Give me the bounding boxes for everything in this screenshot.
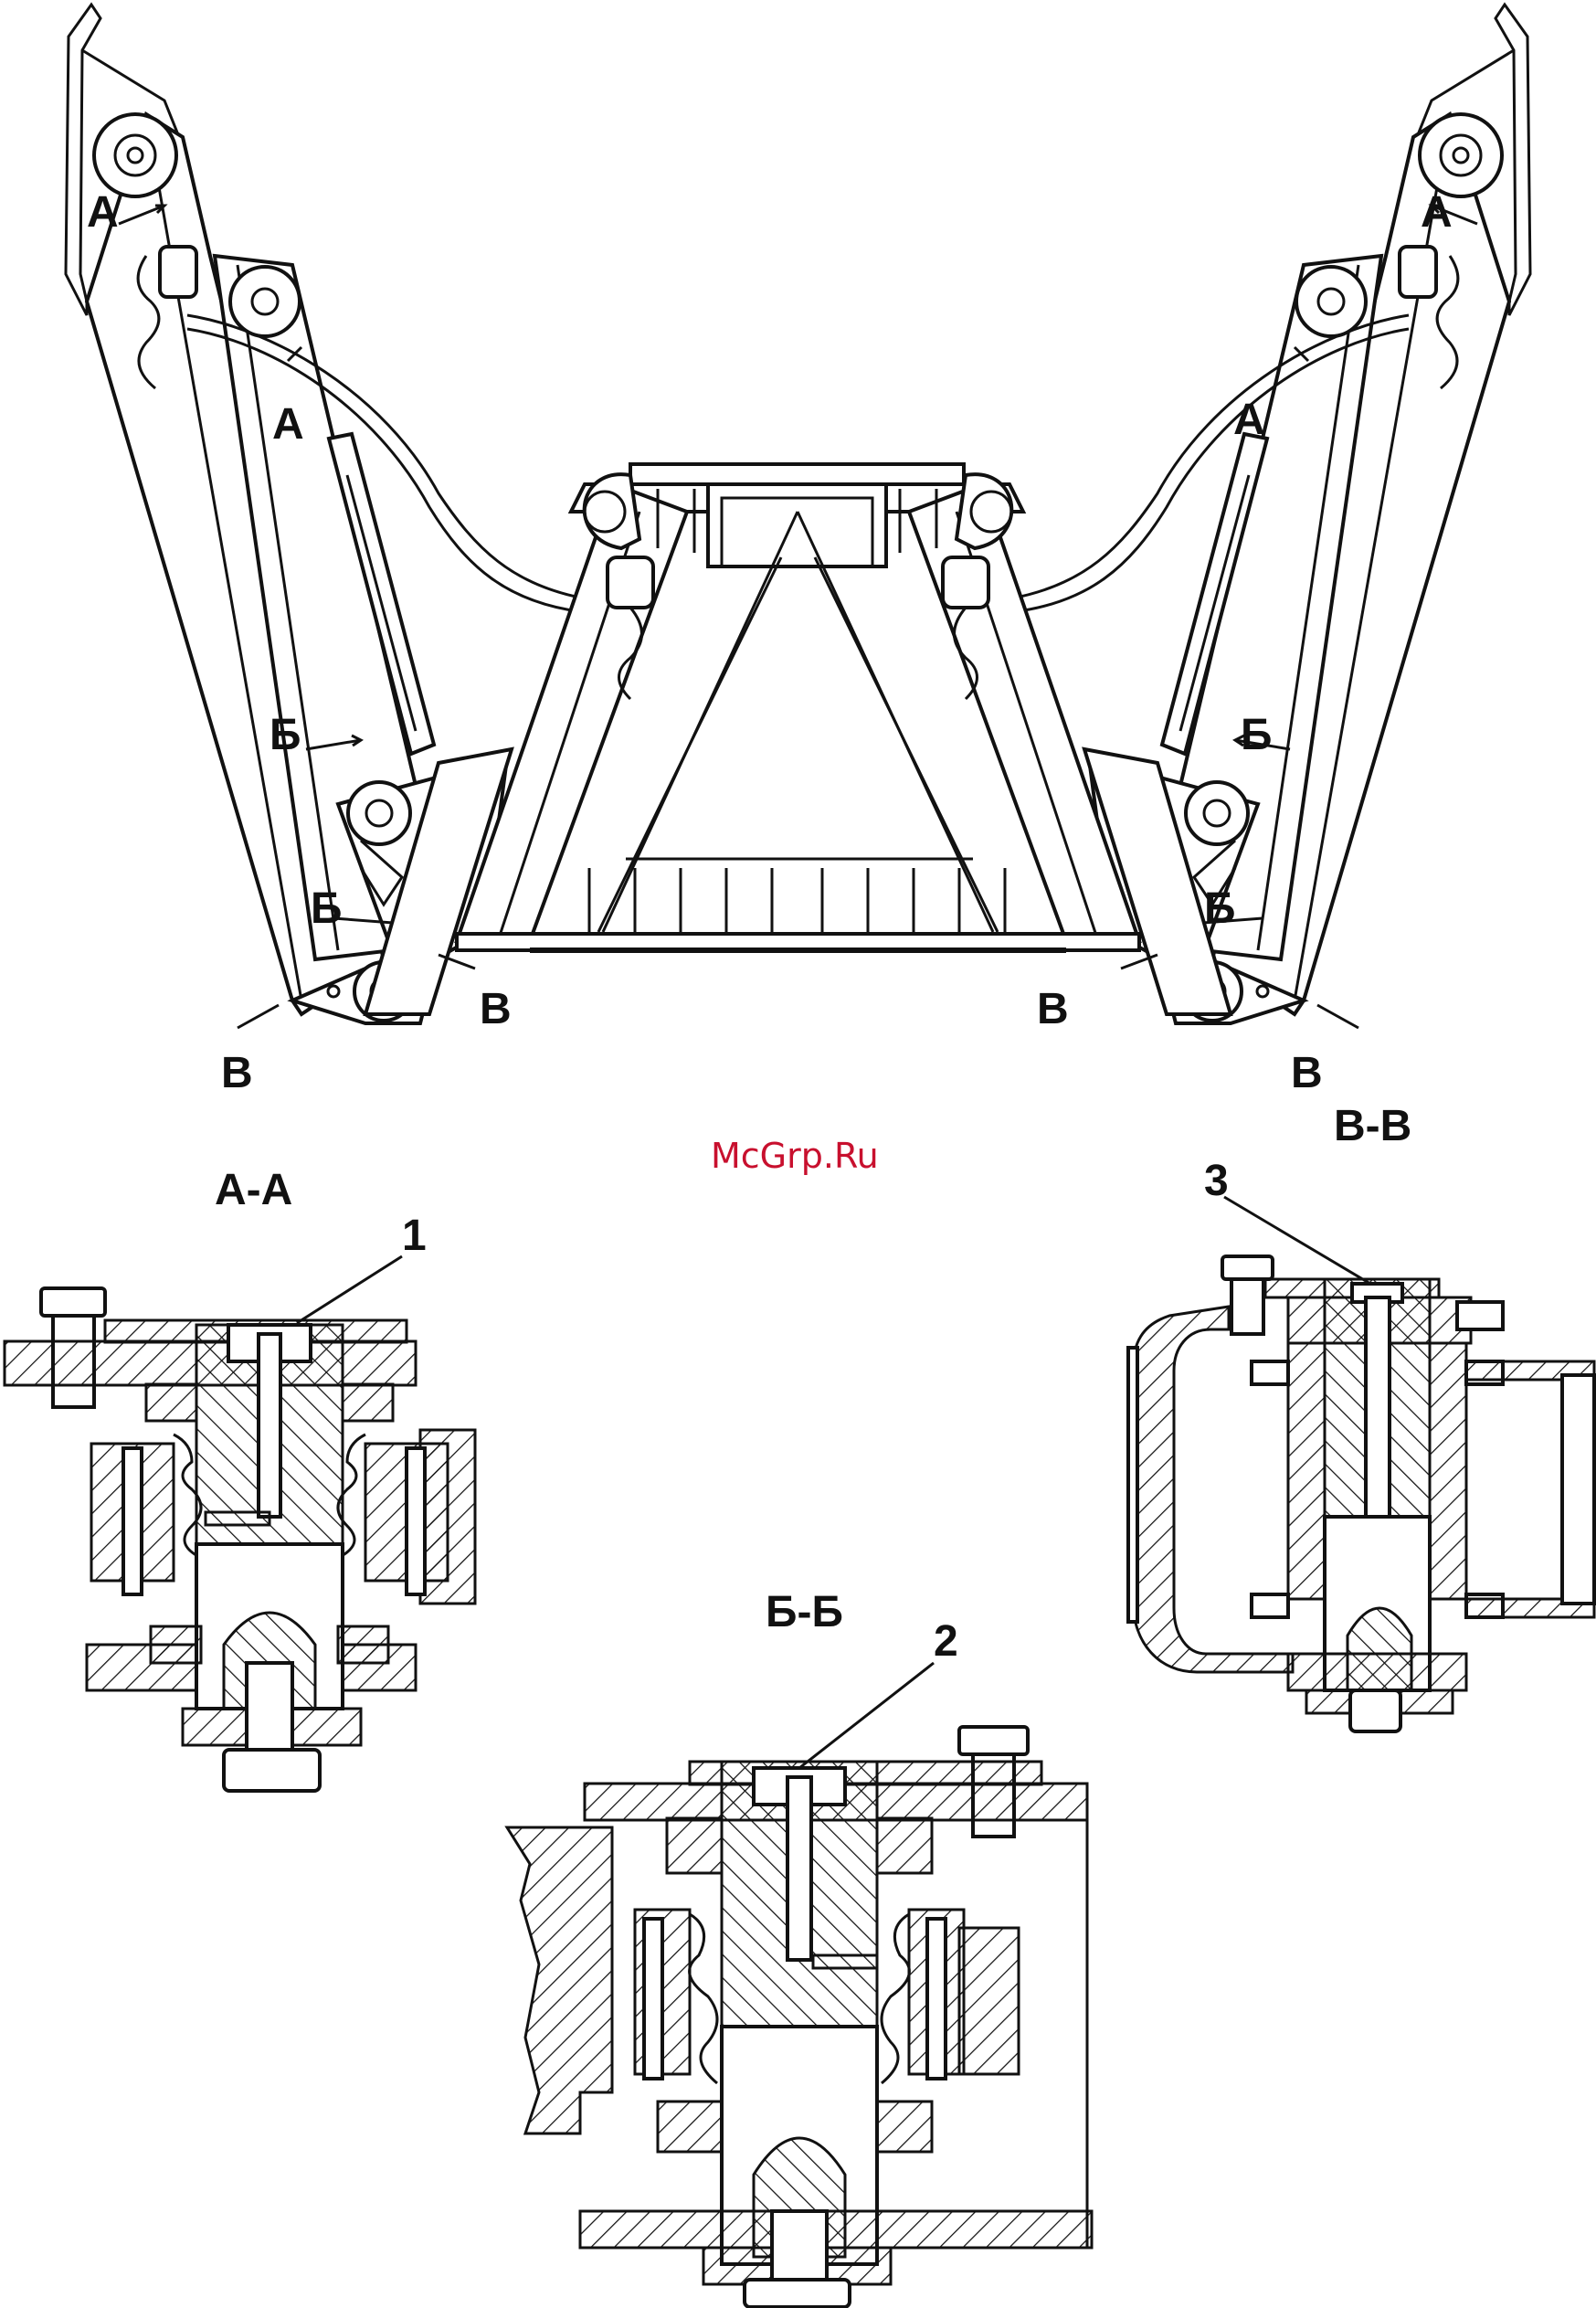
section-v-v: В-В 3 [1128,1102,1594,1731]
marker-b-right-mid: Б [1241,711,1273,759]
section-v-v-title: В-В [1334,1102,1411,1150]
callout-2-leader [799,1663,934,1768]
marker-b-right-low: Б [1204,884,1236,933]
watermark: McGrp.Ru [711,1136,879,1176]
callout-1: 1 [402,1212,427,1260]
marker-v-right-outer: В [1291,1049,1323,1097]
marker-a-left-mid: А [272,400,304,449]
marker-b-left-mid: Б [270,711,301,759]
section-a-a: А-А 1 [5,1166,475,1791]
section-b-b-title: Б-Б [766,1588,843,1636]
section-a-a-title: А-А [215,1166,292,1214]
section-b-b: Б-Б 2 [507,1588,1092,2307]
marker-v-left-inner: В [480,985,512,1033]
marker-v-left-outer: В [221,1049,253,1097]
callout-1-leader [297,1256,402,1323]
marker-b-left-low: Б [311,884,343,933]
marker-a-left-top: А [87,188,119,237]
general-view [66,5,1530,1028]
marker-a-right-top: А [1421,188,1453,237]
marker-a-right-mid: А [1233,396,1265,444]
callout-2: 2 [934,1617,958,1666]
marker-v-right-inner: В [1037,985,1069,1033]
